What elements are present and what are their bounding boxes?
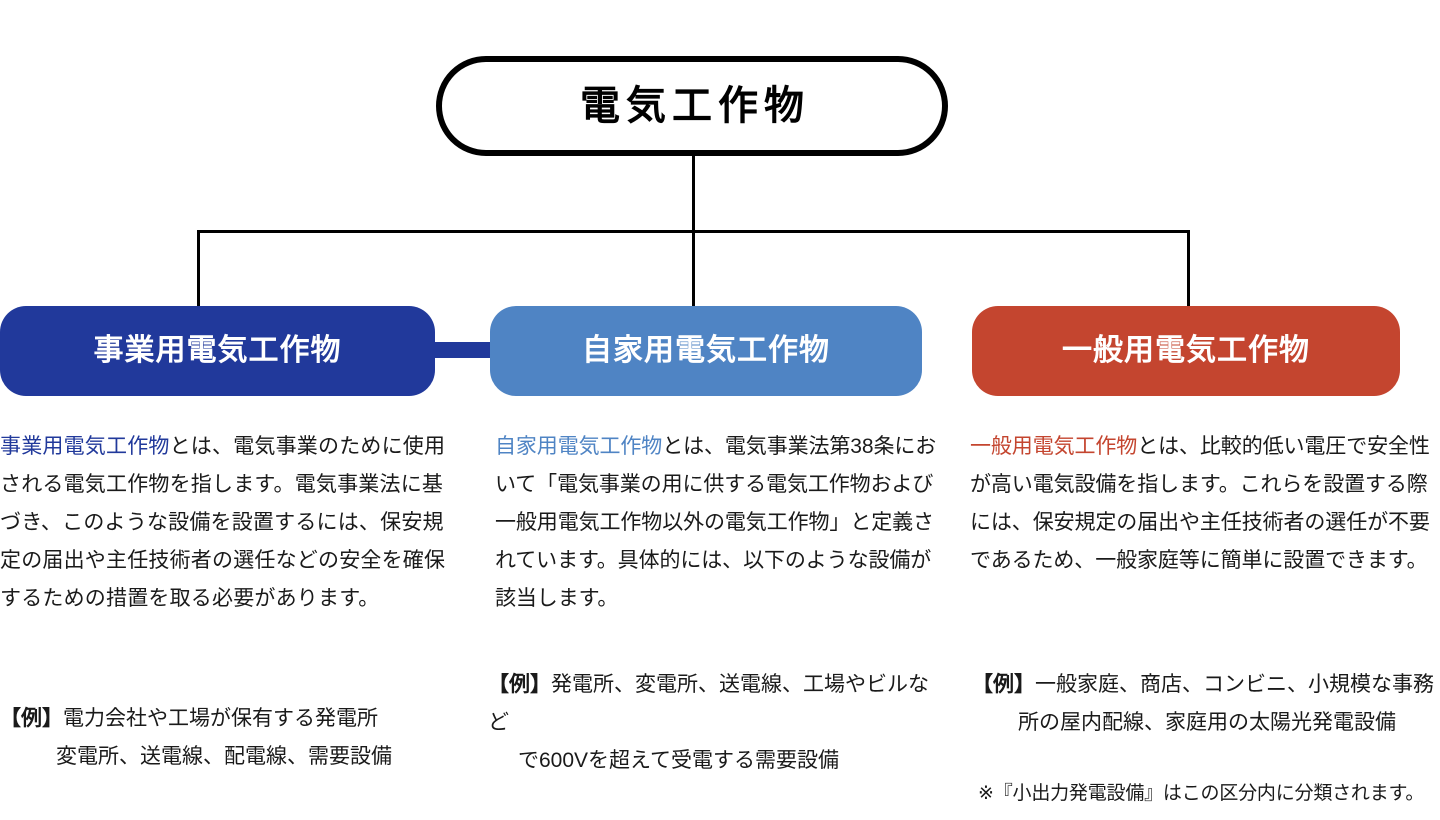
category-label-general-use: 一般用電気工作物 [1062,334,1310,367]
example-head-business-use: 【例】 [0,707,63,730]
root-node-electrical-installation: 電気工作物 [436,56,948,156]
example-line-first-general-use: 【例】一般家庭、商店、コンビニ、小規模な事務 [972,666,1438,704]
connector-drop-private-use [692,230,695,308]
example-line-second-general-use: 所の屋内配線、家庭用の太陽光発電設備 [1018,711,1396,734]
description-body-private-use: とは、電気事業法第38条において「電気事業の用に供する電気工作物および一般用電気… [495,435,937,610]
description-paragraph-general-use: 一般用電気工作物とは、比較的低い電圧で安全性が高い電気設備を指します。これらを設… [970,428,1432,580]
category-label-business-use: 事業用電気工作物 [93,334,342,367]
category-box-private-use: 自家用電気工作物 [490,306,922,396]
example-head-private-use: 【例】 [488,673,551,696]
example-block-business-use: 【例】電力会社や工場が保有する発電所 変電所、送電線、配電線、需要設備 [0,700,455,776]
example-block-private-use: 【例】発電所、変電所、送電線、工場やビルなど で600Vを超えて受電する需要設備 [488,666,946,780]
description-column-general-use: 一般用電気工作物とは、比較的低い電圧で安全性が高い電気設備を指します。これらを設… [970,428,1432,580]
description-column-private-use: 自家用電気工作物とは、電気事業法第38条において「電気事業の用に供する電気工作物… [495,428,945,618]
example-text-general-use-1: 一般家庭、商店、コンビニ、小規模な事務 [1035,673,1434,696]
footnote-small-output-generation: ※『小出力発電設備』はこの区分内に分類されます。 [978,783,1425,804]
connector-drop-business-use [197,230,200,308]
description-paragraph-business-use: 事業用電気工作物とは、電気事業のために使用される電気工作物を指します。電気事業法… [0,428,448,618]
category-label-private-use: 自家用電気工作物 [582,334,830,367]
root-node-label: 電気工作物 [580,84,810,128]
description-body-general-use: とは、比較的低い電圧で安全性が高い電気設備を指します。これらを設置する際には、保… [970,435,1430,572]
example-head-general-use: 【例】 [972,673,1035,696]
connector-root-vertical [692,156,695,232]
highlight-term-business-use: 事業用電気工作物 [0,435,170,458]
connector-drop-general-use [1187,230,1190,308]
example-line-first-business-use: 【例】電力会社や工場が保有する発電所 [0,700,455,738]
description-paragraph-private-use: 自家用電気工作物とは、電気事業法第38条において「電気事業の用に供する電気工作物… [495,428,945,618]
example-text-business-use-1: 電力会社や工場が保有する発電所 [63,707,378,730]
description-column-business-use: 事業用電気工作物とは、電気事業のために使用される電気工作物を指します。電気事業法… [0,428,448,618]
highlight-term-private-use: 自家用電気工作物 [495,435,663,458]
example-line-second-business-use: 変電所、送電線、配電線、需要設備 [56,745,392,768]
example-line-first-private-use: 【例】発電所、変電所、送電線、工場やビルなど [488,666,946,742]
category-box-business-use: 事業用電気工作物 [0,306,435,396]
description-body-business-use: とは、電気事業のために使用される電気工作物を指します。電気事業法に基づき、このよ… [0,435,446,610]
connector-bridge-business-to-private [432,342,494,358]
example-text-private-use-1: 発電所、変電所、送電線、工場やビルなど [488,673,929,734]
example-line-second-private-use: で600Vを超えて受電する需要設備 [518,749,839,772]
highlight-term-general-use: 一般用電気工作物 [970,435,1138,458]
example-block-general-use: 【例】一般家庭、商店、コンビニ、小規模な事務 所の屋内配線、家庭用の太陽光発電設… [972,666,1438,742]
category-box-general-use: 一般用電気工作物 [972,306,1400,396]
